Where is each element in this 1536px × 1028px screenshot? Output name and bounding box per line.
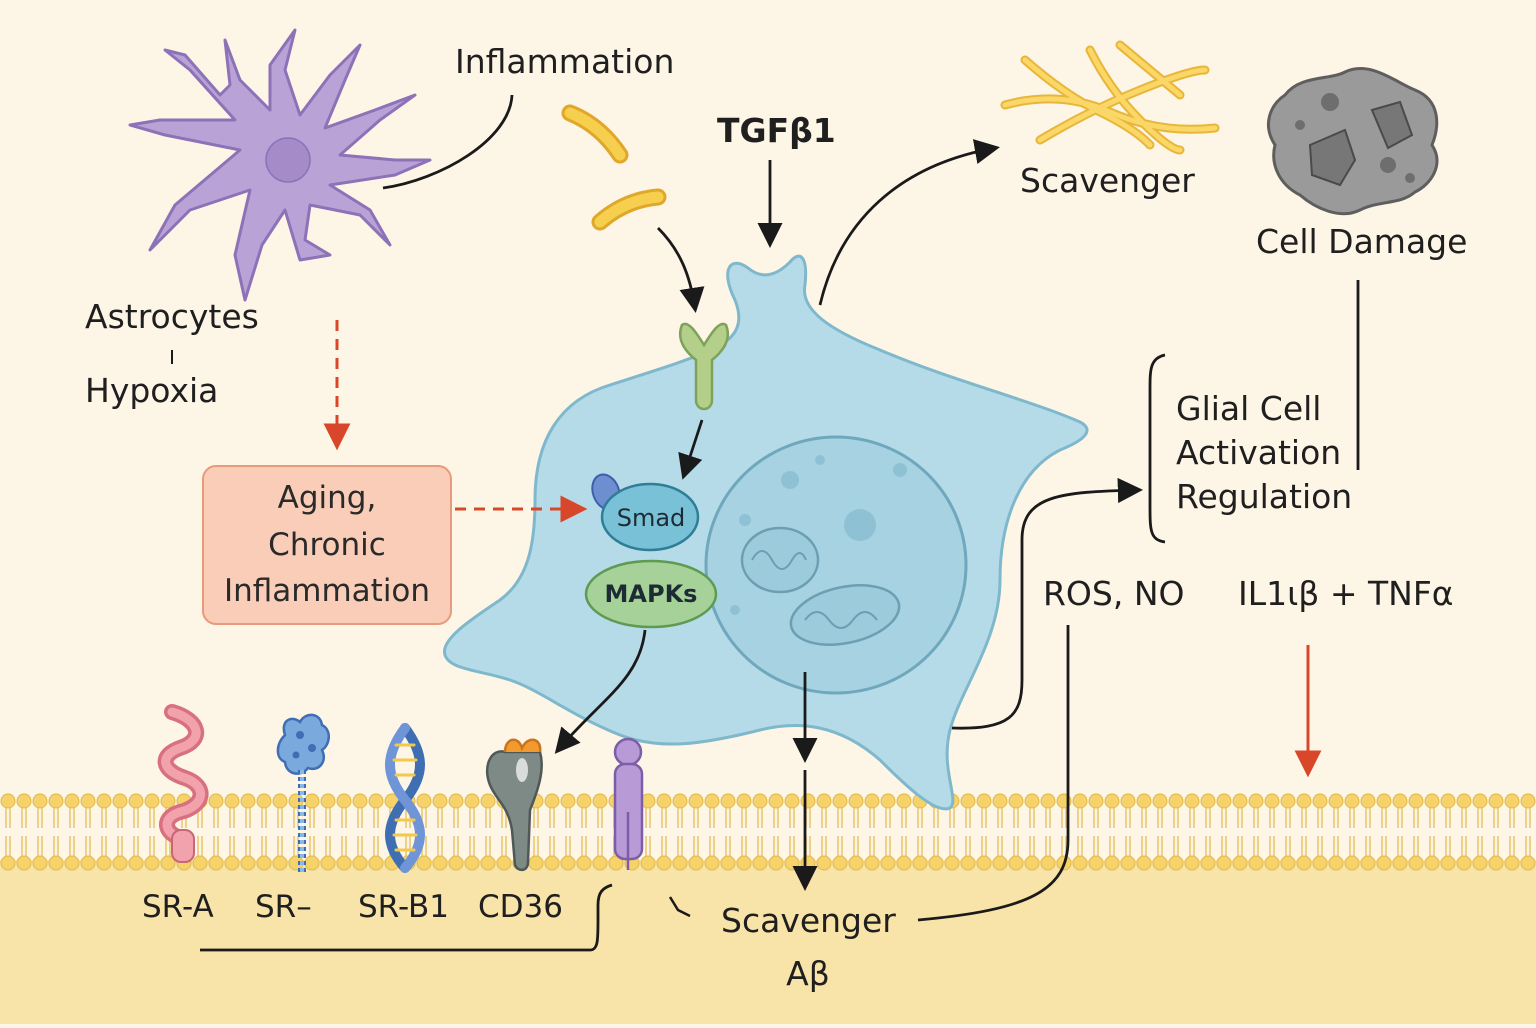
mapks-label: MAPKs xyxy=(604,580,698,608)
astrocytes-label: Astrocytes xyxy=(85,297,259,336)
tick-mark xyxy=(668,896,691,918)
granule xyxy=(781,471,799,489)
glial-line-1: Glial Cell xyxy=(1176,389,1322,428)
receptor-unlabeled xyxy=(613,737,644,870)
receptor-cd36 xyxy=(485,738,543,872)
scavenger-top-label: Scavenger xyxy=(1020,161,1195,200)
granule xyxy=(739,514,751,526)
smad-chip xyxy=(600,482,700,552)
debris xyxy=(1321,93,1339,111)
ros-no-label: ROS, NO xyxy=(1043,574,1185,613)
astrocyte-nucleus xyxy=(265,137,311,183)
cytokines-label: IL1ιβ + TNFα xyxy=(1238,574,1454,613)
receptor-sr xyxy=(276,713,330,872)
glial-line-2: Activation xyxy=(1176,433,1342,472)
receptor-label-sr-b1: SR-B1 xyxy=(358,889,450,925)
abeta-label: Aβ xyxy=(786,954,830,993)
receptor-group-bracket xyxy=(200,883,613,952)
mitochondrion xyxy=(789,584,901,646)
granule xyxy=(815,455,825,465)
extracellular-region xyxy=(0,860,1536,1024)
amyloid-fibrils xyxy=(1000,40,1220,155)
damaged-organelle xyxy=(1308,128,1357,187)
tgfb1-label: TGFβ1 xyxy=(717,111,836,150)
granule xyxy=(730,605,740,615)
ros-no-connector xyxy=(917,625,1070,922)
damaged-organelle xyxy=(1370,100,1414,150)
cell-damage-label: Cell Damage xyxy=(1256,222,1468,261)
to-glial-activation-arrow xyxy=(951,477,1144,730)
inflammation-label: Inflammation xyxy=(455,42,675,81)
aging-line-2: Chronic xyxy=(268,526,386,563)
receptor-label-sr-a: SR-A xyxy=(142,889,214,925)
receptor-label-cd36: CD36 xyxy=(478,889,563,925)
scavenger-arrow xyxy=(818,139,1000,306)
mitochondrion-cristae xyxy=(804,611,878,629)
aging-line-3: Inflammation xyxy=(223,573,431,610)
receptor-sr-b1 xyxy=(385,723,425,873)
scavenger-bottom-label: Scavenger xyxy=(721,901,896,940)
granule xyxy=(893,463,907,477)
mapks-to-cd36-arrow xyxy=(554,629,647,754)
signal-arrow xyxy=(657,227,705,313)
signal-rod xyxy=(564,107,626,161)
damaged-cell xyxy=(1266,67,1439,216)
signal-rod xyxy=(594,191,664,228)
smad-label: Smad xyxy=(616,504,686,532)
debris xyxy=(1405,173,1415,183)
nucleolus xyxy=(844,509,876,541)
receptor-label-sr: SR– xyxy=(255,889,312,925)
receptor-to-smad-arrow xyxy=(678,419,704,480)
hypoxia-label: Hypoxia xyxy=(85,371,219,410)
aging-chronic-inflammation-box: Aging, Chronic Inflammation xyxy=(202,465,452,625)
inflammation-connector xyxy=(382,94,514,190)
debris xyxy=(1380,157,1396,173)
mitochondrion xyxy=(740,526,820,594)
mitochondrion-cristae xyxy=(751,550,807,570)
receptor-sr-a xyxy=(157,704,209,863)
mapks-chip xyxy=(584,559,718,629)
aging-line-1: Aging, xyxy=(277,480,377,517)
tgf-receptor xyxy=(679,322,729,411)
nucleus xyxy=(704,435,968,695)
lipid-bilayer-membrane xyxy=(0,792,1536,872)
debris xyxy=(1295,120,1305,130)
glial-bracket xyxy=(1148,353,1166,544)
glial-line-3: Regulation xyxy=(1176,477,1353,516)
